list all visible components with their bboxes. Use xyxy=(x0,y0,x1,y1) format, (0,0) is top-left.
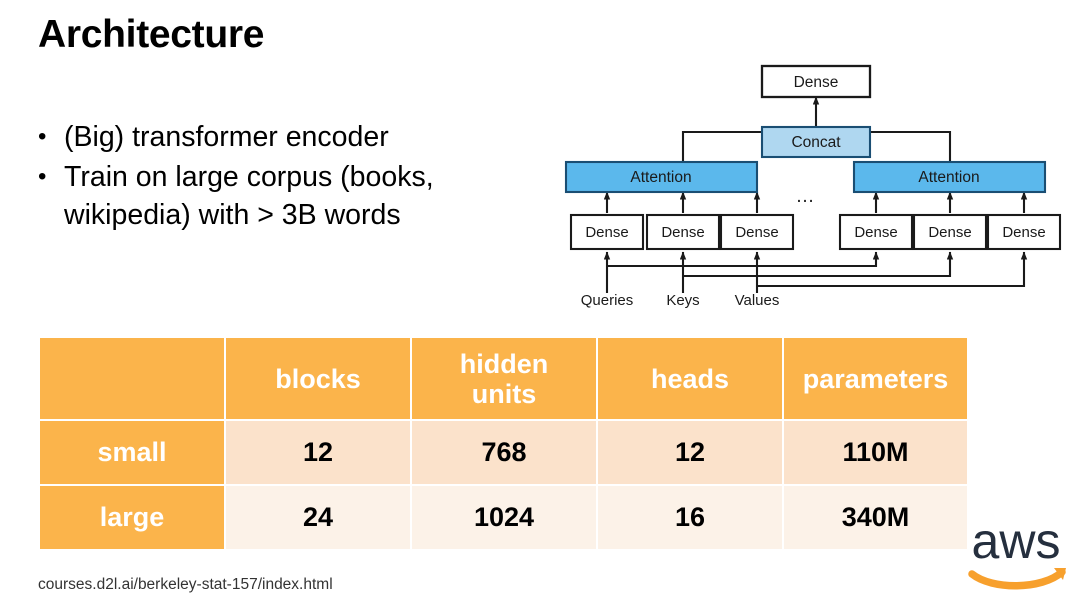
column-header-blocks: blocks xyxy=(226,338,410,419)
model-spec-table: blocks hidden units heads parameters sma… xyxy=(38,336,969,551)
diagram-node-output-dense: Dense xyxy=(760,64,872,99)
bullet-list: • (Big) transformer encoder • Train on l… xyxy=(38,118,548,236)
cell-small-heads: 12 xyxy=(598,421,782,484)
diagram-label: Dense xyxy=(585,224,628,241)
table-header-row: blocks hidden units heads parameters xyxy=(40,338,967,419)
list-item: • (Big) transformer encoder xyxy=(38,118,548,156)
diagram-label: Dense xyxy=(735,224,778,241)
diagram-node-dense-right-1: Dense xyxy=(838,213,914,251)
diagram-ellipsis: … xyxy=(796,186,817,207)
cell-small-parameters: 110M xyxy=(784,421,967,484)
table-row: small 12 768 12 110M xyxy=(40,421,967,484)
row-label-large: large xyxy=(40,486,224,549)
diagram-node-dense-left-3: Dense xyxy=(719,213,795,251)
table-row: large 24 1024 16 340M xyxy=(40,486,967,549)
column-header-corner xyxy=(40,338,224,419)
diagram-node-concat: Concat xyxy=(760,125,872,159)
bullet-text: (Big) transformer encoder xyxy=(64,121,389,153)
cell-large-heads: 16 xyxy=(598,486,782,549)
cell-large-hidden-units: 1024 xyxy=(412,486,596,549)
diagram-input-values: Values xyxy=(735,292,780,308)
diagram-label: Attention xyxy=(918,169,979,186)
diagram-node-dense-left-2: Dense xyxy=(645,213,721,251)
aws-logo: aws xyxy=(962,508,1074,594)
diagram-label: Dense xyxy=(661,224,704,241)
cell-large-blocks: 24 xyxy=(226,486,410,549)
column-header-hidden-units: hidden units xyxy=(412,338,596,419)
column-header-heads: heads xyxy=(598,338,782,419)
diagram-label: Dense xyxy=(794,74,839,91)
row-label-small: small xyxy=(40,421,224,484)
bullet-text: Train on large corpus (books, wikipedia)… xyxy=(64,161,434,231)
aws-smile-icon xyxy=(968,568,1066,590)
cell-small-blocks: 12 xyxy=(226,421,410,484)
cell-large-parameters: 340M xyxy=(784,486,967,549)
page-title: Architecture xyxy=(38,13,265,56)
diagram-node-dense-right-3: Dense xyxy=(986,213,1062,251)
diagram-label: Dense xyxy=(854,224,897,241)
diagram-label: Dense xyxy=(928,224,971,241)
diagram-node-attention-left: Attention xyxy=(564,160,759,194)
column-header-hidden-units-line2: units xyxy=(471,378,537,409)
aws-logo-text: aws xyxy=(972,513,1061,569)
diagram-node-dense-right-2: Dense xyxy=(912,213,988,251)
source-url: courses.d2l.ai/berkeley-stat-157/index.h… xyxy=(38,576,333,593)
diagram-label: Concat xyxy=(791,134,841,151)
diagram-node-dense-left-1: Dense xyxy=(569,213,645,251)
diagram-label: Dense xyxy=(1002,224,1045,241)
column-header-parameters: parameters xyxy=(784,338,967,419)
column-header-hidden-units-line1: hidden xyxy=(459,348,549,379)
multi-head-attention-diagram: Dense Concat Attention Attention … Dense… xyxy=(548,50,1068,308)
bullet-dot-icon: • xyxy=(38,123,47,150)
bullet-dot-icon: • xyxy=(38,163,47,190)
list-item: • Train on large corpus (books, wikipedi… xyxy=(38,158,548,234)
cell-small-hidden-units: 768 xyxy=(412,421,596,484)
diagram-input-keys: Keys xyxy=(666,292,699,308)
diagram-input-queries: Queries xyxy=(581,292,634,308)
diagram-label: Attention xyxy=(630,169,691,186)
diagram-node-attention-right: Attention xyxy=(852,160,1047,194)
